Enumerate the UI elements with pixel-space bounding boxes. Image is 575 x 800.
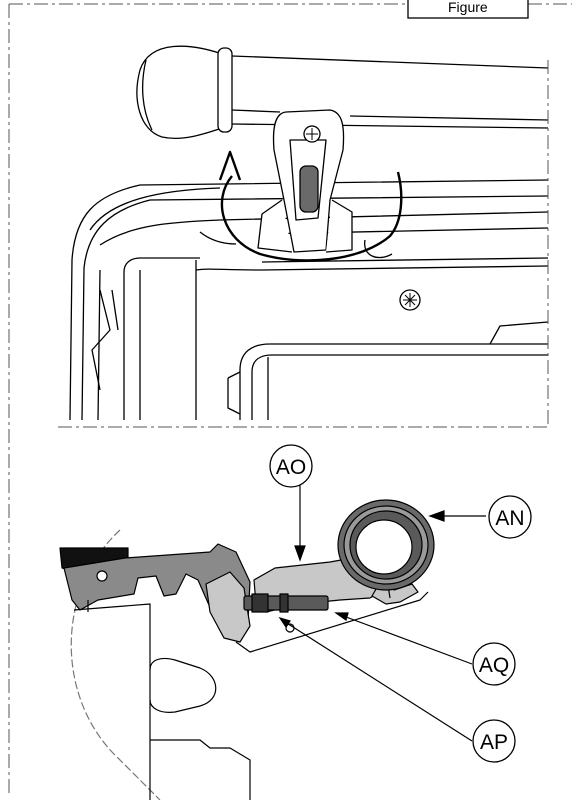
page-border bbox=[8, 3, 572, 796]
callout-ap-label: AP bbox=[480, 731, 508, 754]
case-interior bbox=[91, 257, 549, 421]
callout-an-label: AN bbox=[495, 507, 524, 530]
callout-ap: AP bbox=[472, 719, 516, 763]
rotation-arrow bbox=[218, 150, 403, 262]
top-view bbox=[58, 45, 549, 428]
seal bbox=[205, 571, 251, 643]
callout-aq: AQ bbox=[472, 642, 516, 686]
callout-ao-label: AO bbox=[276, 456, 306, 479]
callout-ao: AO bbox=[269, 444, 313, 488]
figure-label-box: Figure bbox=[407, 0, 529, 19]
latch-assembly bbox=[257, 109, 353, 253]
figure-label: Figure bbox=[448, 0, 488, 15]
case-rim bbox=[63, 543, 251, 641]
leader-lines bbox=[278, 484, 486, 742]
handle-ring bbox=[337, 499, 435, 591]
callout-an: AN bbox=[488, 495, 532, 539]
case-lid bbox=[69, 179, 549, 421]
callout-aq-label: AQ bbox=[479, 654, 509, 677]
detail-view bbox=[59, 499, 435, 800]
